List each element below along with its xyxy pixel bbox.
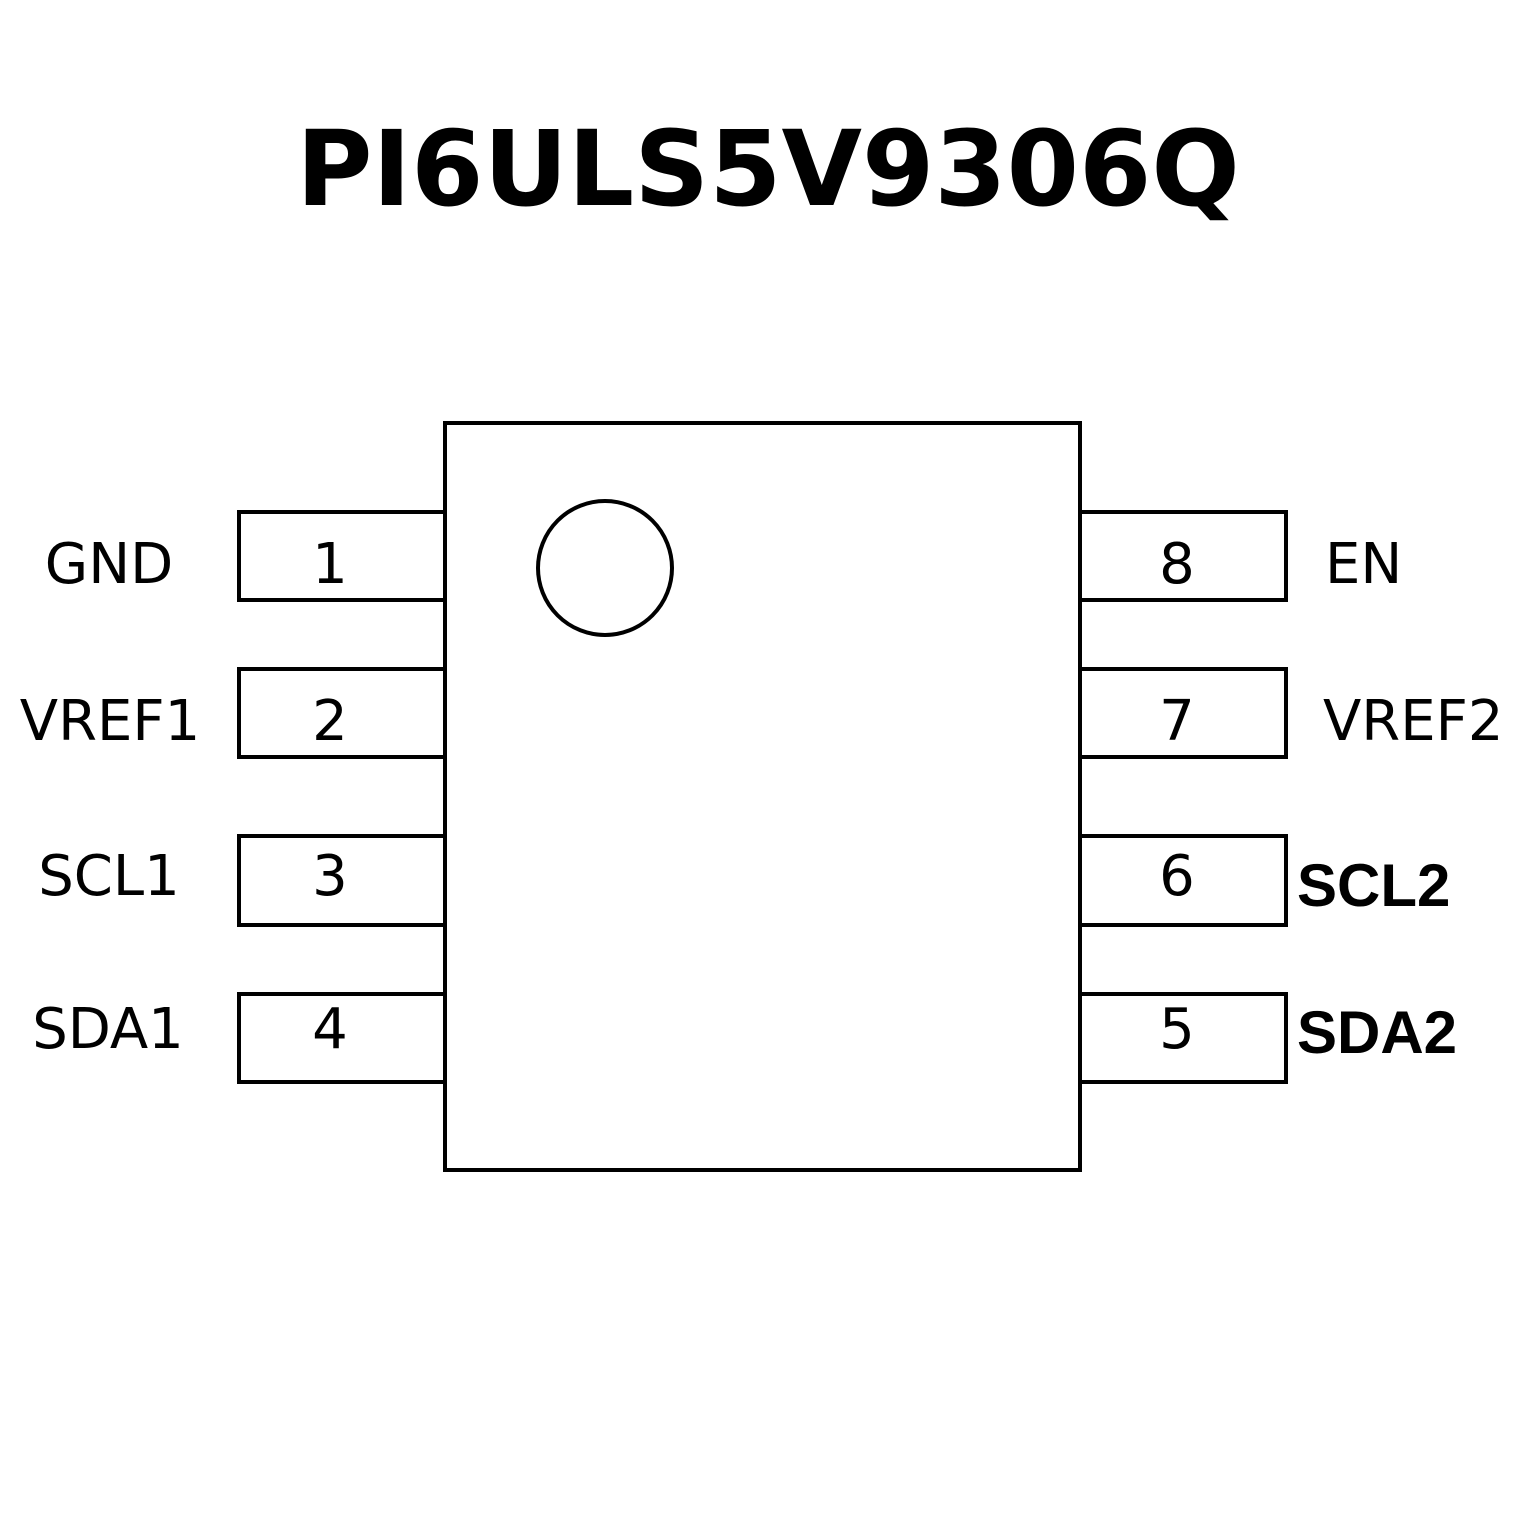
pin-number: 5 xyxy=(1159,997,1195,1062)
pin-label-scl2: SCL2 xyxy=(1297,852,1450,919)
chip-body xyxy=(443,421,1082,1172)
pin-number: 2 xyxy=(312,689,348,754)
pin-number: 4 xyxy=(312,997,348,1062)
pin-number: 1 xyxy=(312,532,348,597)
pin-label-sda1: SDA1 xyxy=(32,997,184,1062)
pin-number: 3 xyxy=(312,844,348,909)
pin-8 xyxy=(1078,510,1288,602)
pin-label-sda2: SDA2 xyxy=(1297,999,1457,1066)
pin-label-en: EN xyxy=(1325,532,1402,597)
pin-label-scl1: SCL1 xyxy=(38,844,179,909)
pin-3 xyxy=(237,834,447,927)
pin-number: 7 xyxy=(1159,689,1195,754)
pin-label-vref1: VREF1 xyxy=(20,689,200,754)
pin1-indicator-circle xyxy=(536,499,674,637)
pin-number: 8 xyxy=(1159,532,1195,597)
pin-2 xyxy=(237,667,447,759)
pin-number: 6 xyxy=(1159,844,1195,909)
chip-title: PI6ULS5V9306Q xyxy=(296,108,1240,230)
pin-label-gnd: GND xyxy=(45,532,173,597)
pin-6 xyxy=(1078,834,1288,927)
pin-1 xyxy=(237,510,447,602)
pin-label-vref2: VREF2 xyxy=(1323,689,1503,754)
